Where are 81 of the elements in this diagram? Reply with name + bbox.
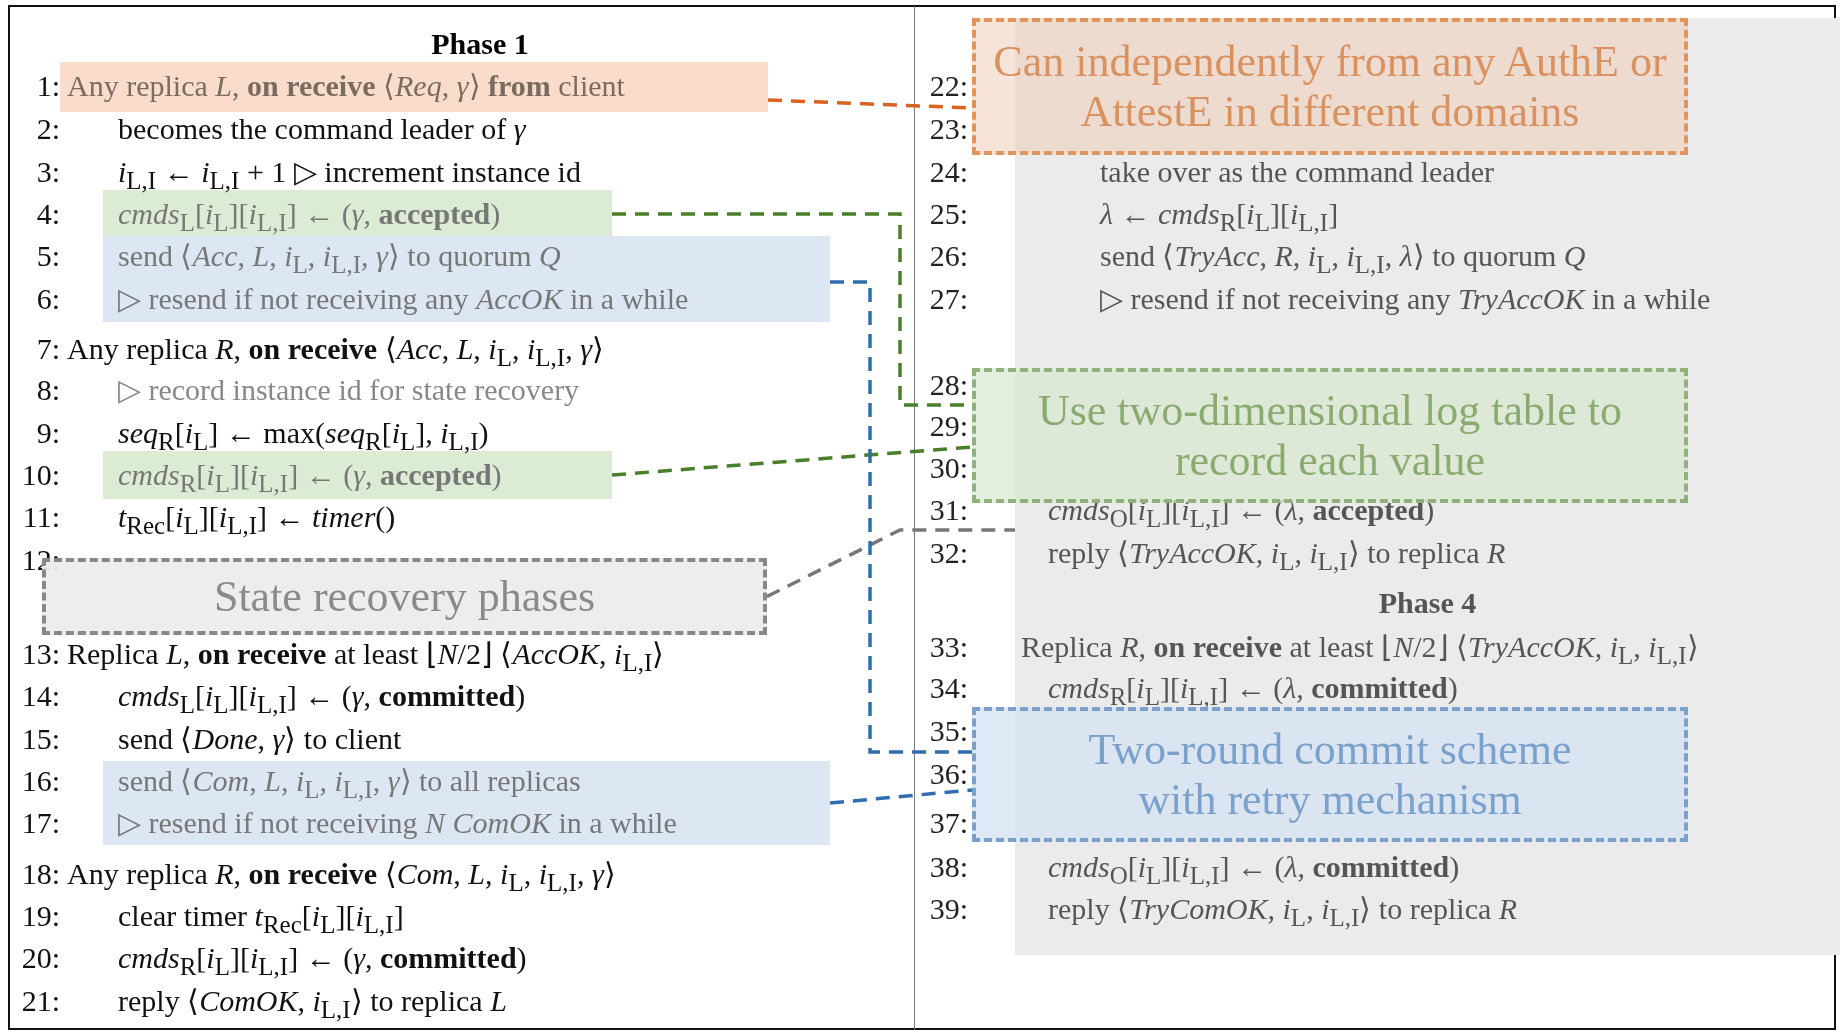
highlight-band [103,761,830,845]
pseudocode-line: reply ⟨TryComOK, i$_{L}$, i$_{L,I}$⟩ to replica R [1048,892,1518,933]
line-number: 33: [928,630,968,664]
pseudocode-line: cmds$_{R}$[i$_{L}$][i$_{L,I}$] ← (γ, committed) [118,941,527,982]
callout-text: Use two-dimensional log table to record each value [1036,385,1624,486]
leader-line [611,445,973,477]
line-number: 25: [928,197,968,231]
callout-text: State recovery phases [213,571,596,622]
highlight-band [103,236,830,322]
line-number: 30: [928,451,968,485]
leader-line [766,528,1015,599]
phase-heading: Phase 1 [431,27,529,61]
callout-box [972,707,1688,842]
line-number: 22: [928,69,968,103]
leader-line [829,788,973,805]
pseudocode-line: i$_{L,I}$ ← i$_{L,I}$ + 1 ▷ increment instance id [118,155,581,196]
pseudocode-line: clear timer t$_{Rec}$[i$_{L}$][i$_{L,I}$] [118,899,404,940]
line-number: 29: [928,409,968,443]
pseudocode-line: ▷ resend if not receiving N ComOK in a while [118,806,677,840]
line-number: 37: [928,806,968,840]
pseudocode-line: take over as the command leader [1100,155,1494,189]
line-number: 31: [928,493,968,527]
line-number: 20: [20,941,60,975]
line-number: 8: [35,373,60,407]
pseudocode-line: Any replica L, on receive ⟨Req, γ⟩ from client [67,69,625,103]
pseudocode-line: Any replica R, on receive ⟨Com, L, i$_{L}$, i$_{L,I}$, γ⟩ [67,857,616,898]
line-number: 18: [20,857,60,891]
pseudocode-line: Replica L, on receive at least ⌊N/2⌋ ⟨AccOK, i$_{L,I}$⟩ [67,637,665,678]
line-number: 28: [928,368,968,402]
pseudocode-line: Any replica R, on receive ⟨Acc, L, i$_{L}$, i$_{L,I}$, γ⟩ [67,332,604,373]
line-number: 32: [928,536,968,570]
pseudocode-line: Replica R, on receive at least ⌊N/2⌋ ⟨TryAccOK, i$_{L}$, i$_{L,I}$⟩ [1021,630,1699,671]
line-number: 21: [20,984,60,1018]
line-number: 34: [928,671,968,705]
pseudocode-line: send ⟨TryAcc, R, i$_{L}$, i$_{L,I}$, λ⟩ to quorum Q [1100,239,1586,280]
pseudocode-line: cmds$_{R}$[i$_{L}$][i$_{L,I}$] ← (λ, committed) [1048,671,1458,712]
line-number: 2: [35,112,60,146]
line-number: 3: [35,155,60,189]
pseudocode-line: t$_{Rec}$[i$_{L}$][i$_{L,I}$] ← timer() [118,500,396,541]
line-number: 10: [20,458,60,492]
line-number: 4: [35,197,60,231]
phase-heading: Phase 4 [1377,586,1478,620]
pseudocode-line: ▷ resend if not receiving any AccOK in a while [118,282,689,316]
callout-text: Can independently from any AuthE or AttestE in different domains [992,36,1668,137]
line-number: 5: [35,239,60,273]
pseudocode-line: cmds$_{R}$[i$_{L}$][i$_{L,I}$] ← (γ, accepted) [118,458,502,499]
callout-text: Two-round commit scheme with retry mechanism [1087,724,1573,825]
pseudocode-line: becomes the command leader of γ [118,112,526,146]
line-number: 15: [20,722,60,756]
line-number: 9: [35,416,60,450]
pseudocode-line: reply ⟨ComOK, i$_{L,I}$⟩ to replica L [118,984,507,1025]
pseudocode-line: cmds$_{L}$[i$_{L}$][i$_{L,I}$] ← (γ, accepted) [118,197,501,238]
pseudocode-line: reply ⟨TryAccOK, i$_{L}$, i$_{L,I}$⟩ to replica R [1048,536,1506,577]
line-number: 13: [20,637,60,671]
line-number: 14: [20,679,60,713]
line-number: 6: [35,282,60,316]
pseudocode-line: cmds$_{L}$[i$_{L}$][i$_{L,I}$] ← (γ, committed) [118,679,526,720]
line-number: 17: [20,806,60,840]
pseudocode-line: send ⟨Done, γ⟩ to client [118,722,402,756]
pseudocode-comment: ▷ record instance id for state recovery [118,373,580,407]
line-number: 26: [928,239,968,273]
pseudocode-line: send ⟨Acc, L, i$_{L}$, i$_{L,I}$, γ⟩ to quorum Q [118,239,561,280]
line-number: 23: [928,112,968,146]
line-number: 27: [928,282,968,316]
line-number: 11: [21,500,60,534]
pseudocode-line: seq$_{R}$[i$_{L}$] ← max(seq$_{R}$[i$_{L}$], i$_{L,I}$) [118,416,489,457]
line-number: 35: [928,714,968,748]
pseudocode-line: cmds$_{O}$[i$_{L}$][i$_{L,I}$] ← (λ, committed) [1048,850,1460,891]
line-number: 39: [928,892,968,926]
leader-line [830,280,972,754]
pseudocode-line: send ⟨Com, L, i$_{L}$, i$_{L,I}$, γ⟩ to all replicas [118,764,581,805]
line-number: 24: [928,155,968,189]
line-number: 19: [20,899,60,933]
pseudocode-line: ▷ resend if not receiving any TryAccOK in a while [1099,281,1712,317]
pseudocode-line: λ ← cmds$_{R}$[i$_{L}$][i$_{L,I}$] [1100,197,1339,238]
line-number: 1: [35,69,60,103]
line-number: 16: [20,764,60,798]
highlight-band [60,62,768,112]
line-number: 36: [928,757,968,791]
line-number: 7: [35,332,60,366]
line-number: 38: [928,850,968,884]
